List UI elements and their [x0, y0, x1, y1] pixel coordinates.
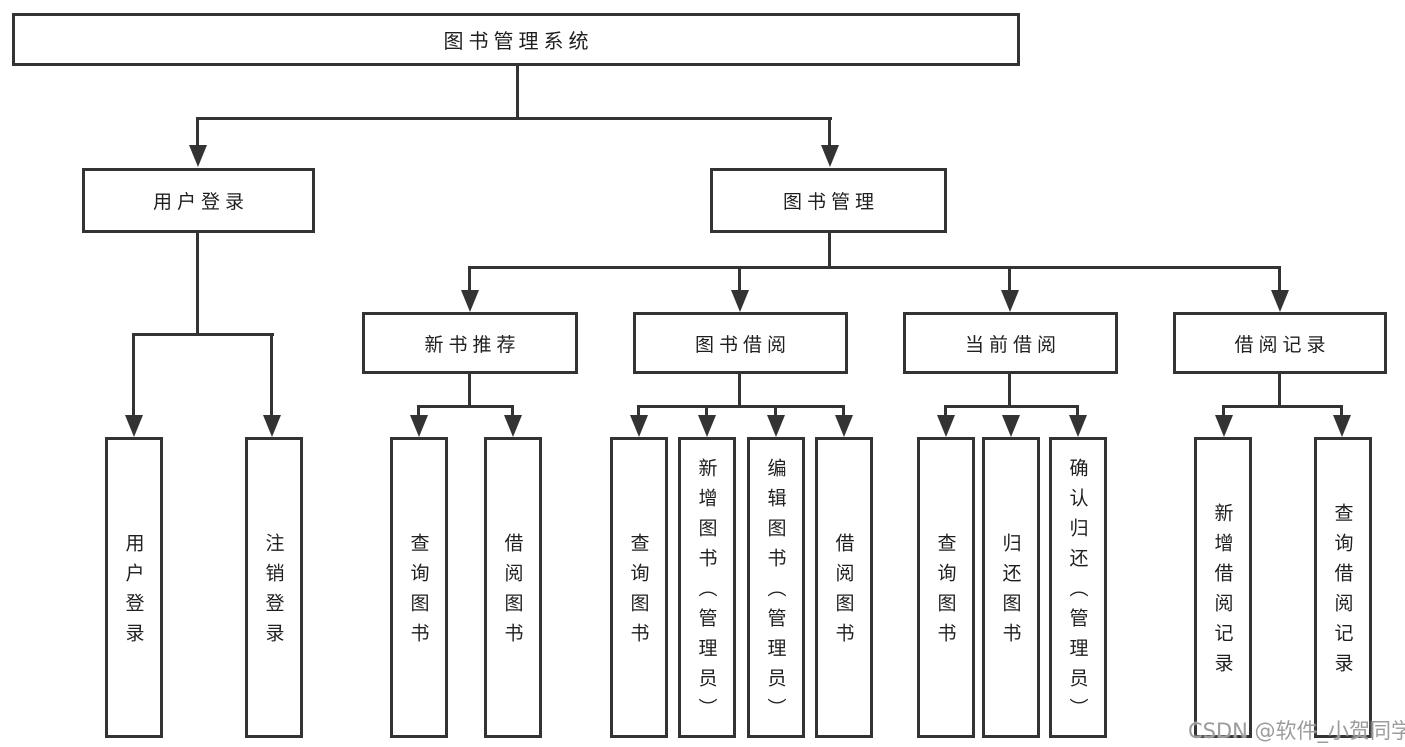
leaf-query-books-current-label: 查询图书: [934, 533, 957, 653]
leaf-user-login-label: 用户登录: [122, 533, 145, 653]
connector-hline: [417, 405, 514, 408]
node-user-login: 用户登录: [82, 168, 315, 233]
connector-vline: [1340, 405, 1343, 421]
node-user-login-label: 用户登录: [152, 191, 249, 213]
node-new-book-recommend-label: 新书推荐: [424, 333, 521, 356]
connector-vline: [516, 64, 519, 120]
leaf-query-books-borrow: 查询图书: [610, 437, 668, 738]
arrow-down-icon: [1002, 415, 1020, 437]
leaf-logout-label: 注销登录: [262, 533, 285, 653]
connector-vline: [270, 333, 273, 419]
connector-hline: [132, 333, 274, 336]
leaf-return-books-label: 归还图书: [999, 533, 1022, 653]
connector-hline: [637, 405, 845, 408]
connector-vline: [468, 266, 471, 294]
connector-vline: [417, 405, 420, 421]
arrow-down-icon: [1333, 415, 1351, 437]
leaf-logout: 注销登录: [245, 437, 303, 738]
node-book-borrow-label: 图书借阅: [694, 333, 791, 356]
connector-vline: [1278, 372, 1281, 408]
arrow-down-icon: [767, 415, 785, 437]
connector-vline: [828, 231, 831, 269]
leaf-query-borrow-record-label: 查询借阅记录: [1331, 503, 1354, 683]
leaf-add-borrow-record: 新增借阅记录: [1194, 437, 1252, 738]
leaf-return-books: 归还图书: [982, 437, 1040, 738]
leaf-query-books-recommend-label: 查询图书: [407, 533, 430, 653]
leaf-query-books-recommend: 查询图书: [390, 437, 448, 738]
arrow-down-icon: [1215, 415, 1233, 437]
connector-vline: [842, 405, 845, 421]
leaf-edit-books-admin: 编辑图书（管理员）: [747, 437, 805, 738]
leaf-query-borrow-record: 查询借阅记录: [1314, 437, 1372, 738]
connector-hline: [1222, 405, 1343, 408]
connector-hline: [196, 117, 832, 120]
leaf-borrow-books-recommend-label: 借阅图书: [501, 533, 524, 653]
root-node-label: 图书管理系统: [443, 29, 594, 53]
connector-vline: [196, 231, 199, 336]
connector-vline: [705, 405, 708, 421]
connector-vline: [738, 372, 741, 408]
connector-vline: [1008, 266, 1011, 294]
node-borrow-records-label: 借阅记录: [1234, 333, 1331, 356]
arrow-down-icon: [461, 290, 479, 312]
leaf-borrow-books-label: 借阅图书: [832, 533, 855, 653]
leaf-query-books-current: 查询图书: [917, 437, 975, 738]
leaf-add-borrow-record-label: 新增借阅记录: [1211, 503, 1234, 683]
arrow-down-icon: [263, 415, 281, 437]
connector-vline: [828, 117, 831, 149]
leaf-query-books-borrow-label: 查询图书: [627, 533, 650, 653]
connector-vline: [511, 405, 514, 421]
connector-vline: [738, 266, 741, 294]
arrow-down-icon: [1271, 290, 1289, 312]
node-current-borrow-label: 当前借阅: [964, 333, 1061, 356]
leaf-add-books-admin-label: 新增图书（管理员）: [695, 458, 718, 728]
leaf-confirm-return-admin: 确认归还（管理员）: [1049, 437, 1107, 738]
connector-vline: [196, 117, 199, 149]
connector-vline: [1278, 266, 1281, 294]
arrow-down-icon: [698, 415, 716, 437]
connector-hline: [944, 405, 1079, 408]
arrow-down-icon: [835, 415, 853, 437]
connector-vline: [774, 405, 777, 421]
arrow-down-icon: [731, 290, 749, 312]
csdn-watermark: CSDN @软件_小贺同学: [1188, 719, 1405, 743]
connector-vline: [944, 405, 947, 421]
connector-vline: [1076, 405, 1079, 421]
arrow-down-icon: [821, 145, 839, 167]
leaf-borrow-books: 借阅图书: [815, 437, 873, 738]
arrow-down-icon: [937, 415, 955, 437]
connector-vline: [468, 372, 471, 408]
node-new-book-recommend: 新书推荐: [362, 312, 578, 374]
node-book-management: 图书管理: [710, 168, 947, 233]
arrow-down-icon: [189, 145, 207, 167]
leaf-add-books-admin: 新增图书（管理员）: [678, 437, 736, 738]
node-current-borrow: 当前借阅: [903, 312, 1118, 374]
arrow-down-icon: [630, 415, 648, 437]
node-borrow-records: 借阅记录: [1173, 312, 1387, 374]
node-book-borrow: 图书借阅: [633, 312, 848, 374]
leaf-borrow-books-recommend: 借阅图书: [484, 437, 542, 738]
leaf-user-login: 用户登录: [105, 437, 163, 738]
leaf-edit-books-admin-label: 编辑图书（管理员）: [764, 458, 787, 728]
arrow-down-icon: [1069, 415, 1087, 437]
node-book-management-label: 图书管理: [782, 191, 879, 213]
arrow-down-icon: [410, 415, 428, 437]
root-node: 图书管理系统: [12, 13, 1020, 66]
connector-vline: [637, 405, 640, 421]
connector-vline: [132, 333, 135, 419]
connector-vline: [1008, 372, 1011, 408]
connector-vline: [1222, 405, 1225, 421]
leaf-confirm-return-admin-label: 确认归还（管理员）: [1066, 458, 1089, 728]
arrow-down-icon: [1001, 290, 1019, 312]
connector-hline: [468, 266, 1281, 269]
arrow-down-icon: [125, 415, 143, 437]
arrow-down-icon: [504, 415, 522, 437]
